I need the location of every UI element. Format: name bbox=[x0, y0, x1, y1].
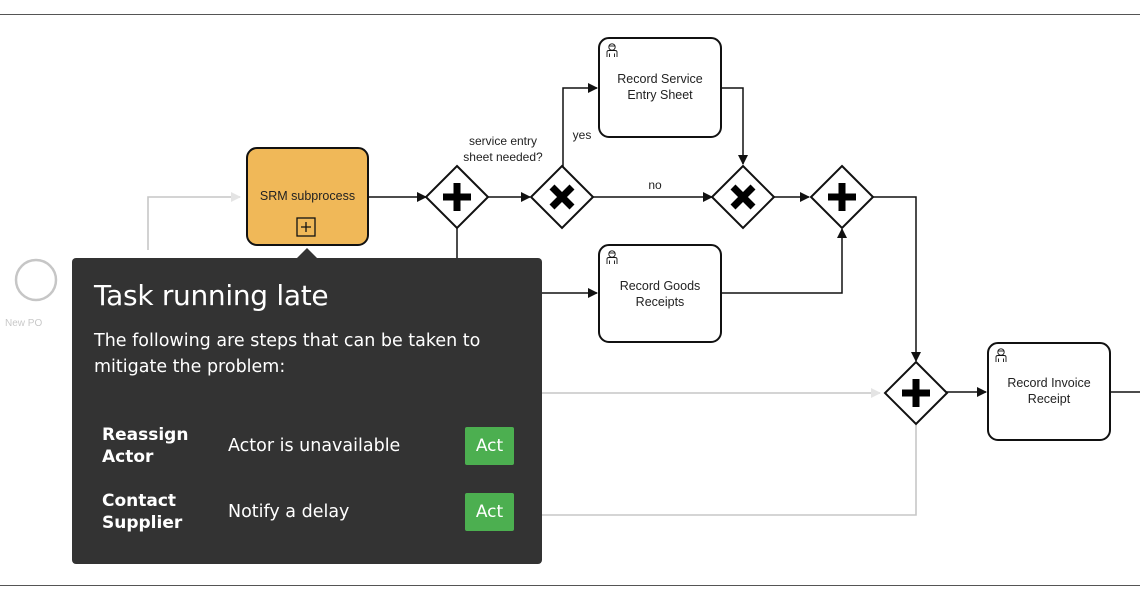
expand-icon[interactable] bbox=[296, 217, 316, 237]
edge-label-no: no bbox=[648, 178, 662, 192]
action-name: Reassign Actor bbox=[102, 425, 189, 467]
sequence-flows bbox=[368, 83, 1140, 397]
tooltip-title: Task running late bbox=[94, 279, 329, 312]
act-button-reassign-actor[interactable]: Act bbox=[465, 427, 514, 465]
action-description: Actor is unavailable bbox=[228, 436, 401, 456]
parallel-gateway-final[interactable] bbox=[883, 360, 949, 426]
exclusive-gateway-join[interactable] bbox=[710, 164, 776, 230]
action-name: Contact Supplier bbox=[102, 491, 183, 533]
edge-label-yes: yes bbox=[573, 128, 592, 142]
srm-subprocess-label: SRM subprocess bbox=[260, 189, 355, 203]
task-label-line2: Receipts bbox=[636, 295, 685, 309]
gateway-question-line2: sheet needed? bbox=[463, 150, 543, 164]
task-record-goods-receipts[interactable]: Record Goods Receipts bbox=[598, 244, 722, 343]
task-late-tooltip: Task running late The following are step… bbox=[72, 258, 542, 564]
srm-subprocess[interactable]: SRM subprocess bbox=[246, 147, 369, 246]
start-event[interactable] bbox=[14, 258, 58, 302]
action-row-reassign-actor: Reassign Actor Actor is unavailable Act bbox=[102, 424, 514, 468]
tooltip-arrow bbox=[297, 248, 317, 258]
task-label-line2: Entry Sheet bbox=[627, 88, 693, 102]
parallel-gateway-split[interactable] bbox=[424, 164, 490, 230]
parallel-gateway-join[interactable] bbox=[809, 164, 875, 230]
task-label-line2: Receipt bbox=[1028, 392, 1071, 406]
action-description: Notify a delay bbox=[228, 502, 350, 522]
task-label-line1: Record Goods bbox=[620, 279, 701, 293]
exclusive-gateway-split[interactable] bbox=[529, 164, 595, 230]
task-record-service-entry-sheet[interactable]: Record Service Entry Sheet bbox=[598, 37, 722, 138]
act-button-contact-supplier[interactable]: Act bbox=[465, 493, 514, 531]
task-record-invoice-receipt[interactable]: Record Invoice Receipt bbox=[987, 342, 1111, 441]
faded-background-elements: New PO bbox=[5, 192, 917, 516]
action-row-contact-supplier: Contact Supplier Notify a delay Act bbox=[102, 490, 514, 534]
top-border bbox=[0, 14, 1140, 15]
gateway-question-line1: service entry bbox=[469, 134, 537, 148]
tooltip-description: The following are steps that can be take… bbox=[94, 331, 481, 377]
task-label-line1: Record Service bbox=[617, 72, 702, 86]
task-label-line1: Record Invoice bbox=[1007, 376, 1090, 390]
start-event-label: New PO bbox=[5, 318, 42, 329]
bottom-border bbox=[0, 585, 1140, 586]
